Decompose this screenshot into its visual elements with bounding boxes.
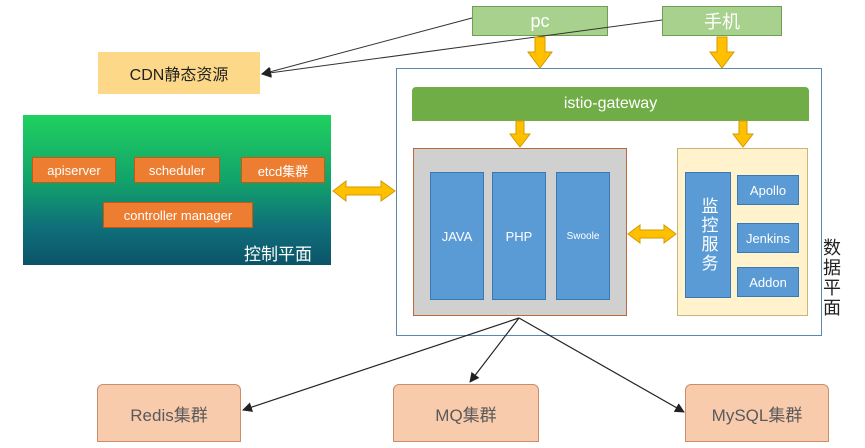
scheduler-box: scheduler — [134, 157, 220, 183]
pc-client-box: pc — [472, 6, 608, 36]
cdn-static-label: CDN静态资源 — [129, 67, 229, 84]
swoole-service-box: Swoole — [556, 172, 610, 300]
apiserver-label: apiserver — [47, 162, 101, 178]
pc-to-gateway-arrow — [527, 36, 553, 69]
data-plane-title: 数据平面 — [821, 238, 841, 318]
redis-cluster-label: Redis集群 — [130, 405, 208, 425]
mobile-client-label: 手机 — [704, 12, 740, 32]
mobile-client-box: 手机 — [662, 6, 782, 36]
cdn-static-box: CDN静态资源 — [98, 52, 260, 94]
istio-gateway-box: istio-gateway — [412, 87, 809, 121]
istio-gateway-label: istio-gateway — [563, 95, 658, 112]
apollo-box: Apollo — [737, 175, 799, 205]
monitor-service-box: 监控服务 — [685, 172, 731, 298]
mq-cluster-box: MQ集群 — [393, 384, 539, 442]
controller-manager-box: controller manager — [103, 202, 253, 228]
redis-cluster-box: Redis集群 — [97, 384, 241, 442]
php-service-box: PHP — [492, 172, 546, 300]
apollo-label: Apollo — [749, 182, 787, 198]
pc-client-label: pc — [530, 10, 550, 31]
etcd-cluster-label: etcd集群 — [257, 163, 309, 179]
control-plane-box — [23, 115, 331, 265]
mysql-cluster-label: MySQL集群 — [711, 405, 803, 425]
jenkins-box: Jenkins — [737, 223, 799, 253]
addon-label: Addon — [749, 274, 787, 290]
java-service-label: JAVA — [441, 228, 473, 244]
etcd-cluster-box: etcd集群 — [241, 157, 325, 183]
mysql-cluster-box: MySQL集群 — [685, 384, 829, 442]
controller-manager-label: controller manager — [123, 207, 233, 223]
addon-box: Addon — [737, 267, 799, 297]
control-to-data-arrow — [332, 179, 396, 203]
swoole-service-label: Swoole — [566, 230, 600, 242]
apiserver-box: apiserver — [32, 157, 116, 183]
pc-to-cdn-line — [261, 17, 473, 77]
mobile-to-gateway-arrow — [709, 36, 735, 69]
jenkins-label: Jenkins — [745, 230, 791, 246]
mq-cluster-label: MQ集群 — [435, 405, 497, 425]
php-service-label: PHP — [505, 228, 533, 244]
java-service-box: JAVA — [430, 172, 484, 300]
scheduler-label: scheduler — [148, 162, 206, 178]
monitor-service-label: 监控服务 — [698, 197, 718, 273]
control-plane-title: 控制平面 — [244, 245, 312, 264]
